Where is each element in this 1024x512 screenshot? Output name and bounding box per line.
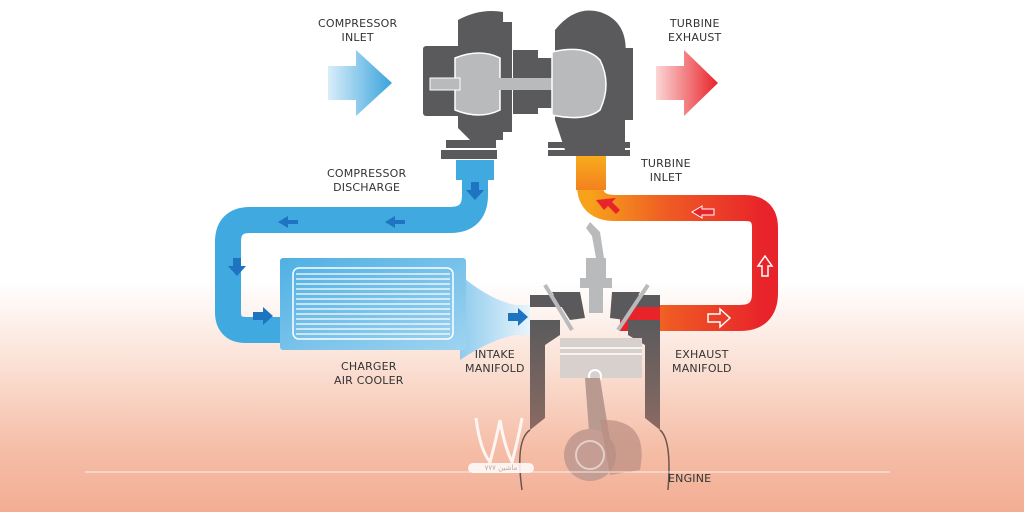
label-line: EXHAUST	[668, 31, 722, 44]
arrow-right-icon	[707, 307, 732, 329]
label-intake-manifold: INTAKE MANIFOLD	[465, 348, 525, 376]
label-line: TURBINE	[641, 157, 691, 170]
arrow-left-icon	[278, 216, 298, 228]
arrow-right-icon	[253, 307, 273, 325]
label-line: EXHAUST	[675, 348, 729, 361]
label-line: CHARGER	[341, 360, 397, 373]
label-turbine-inlet: TURBINE INLET	[641, 157, 691, 185]
label-engine: ENGINE	[668, 472, 711, 486]
label-line: INLET	[649, 171, 683, 184]
charger-air-cooler	[280, 258, 530, 360]
arrow-up-icon	[756, 254, 774, 277]
arrow-down-icon	[466, 182, 484, 200]
watermark-text: ۷۷۷ ماشین	[470, 463, 532, 473]
engine	[519, 222, 670, 491]
label-line: INTAKE	[474, 348, 515, 361]
label-exhaust-manifold: EXHAUST MANIFOLD	[672, 348, 732, 376]
watermark-logo	[468, 417, 534, 473]
label-line: AIR COOLER	[334, 374, 404, 387]
turbine-exhaust-arrow	[656, 50, 718, 116]
label-line: DISCHARGE	[333, 181, 401, 194]
label-line: COMPRESSOR	[318, 17, 398, 30]
cold-flow-arrows	[228, 182, 528, 326]
compressor-inlet-arrow	[328, 50, 392, 116]
label-line: MANIFOLD	[465, 362, 525, 375]
arrow-left-icon	[385, 216, 405, 228]
label-line: INLET	[341, 31, 374, 44]
label-compressor-inlet: COMPRESSOR INLET	[318, 17, 397, 45]
label-charger-air-cooler: CHARGER AIR COOLER	[334, 360, 404, 388]
cold-air-pipe	[215, 160, 494, 343]
label-line: COMPRESSOR	[327, 167, 407, 180]
label-line: TURBINE	[669, 17, 720, 30]
arrow-down-icon	[228, 258, 246, 276]
label-line: MANIFOLD	[672, 362, 732, 375]
turbocharger	[423, 10, 633, 159]
arrow-up-left-icon	[596, 198, 620, 214]
label-turbine-exhaust: TURBINE EXHAUST	[668, 17, 721, 45]
label-line: ENGINE	[668, 472, 712, 485]
watermark-line: ۷۷۷ ماشین	[484, 464, 518, 472]
arrow-left-icon	[691, 205, 715, 219]
label-compressor-discharge: COMPRESSOR DISCHARGE	[327, 167, 406, 195]
cooler-fins	[296, 273, 450, 335]
hot-flow-arrows	[596, 198, 774, 329]
arrow-right-icon	[508, 308, 528, 326]
